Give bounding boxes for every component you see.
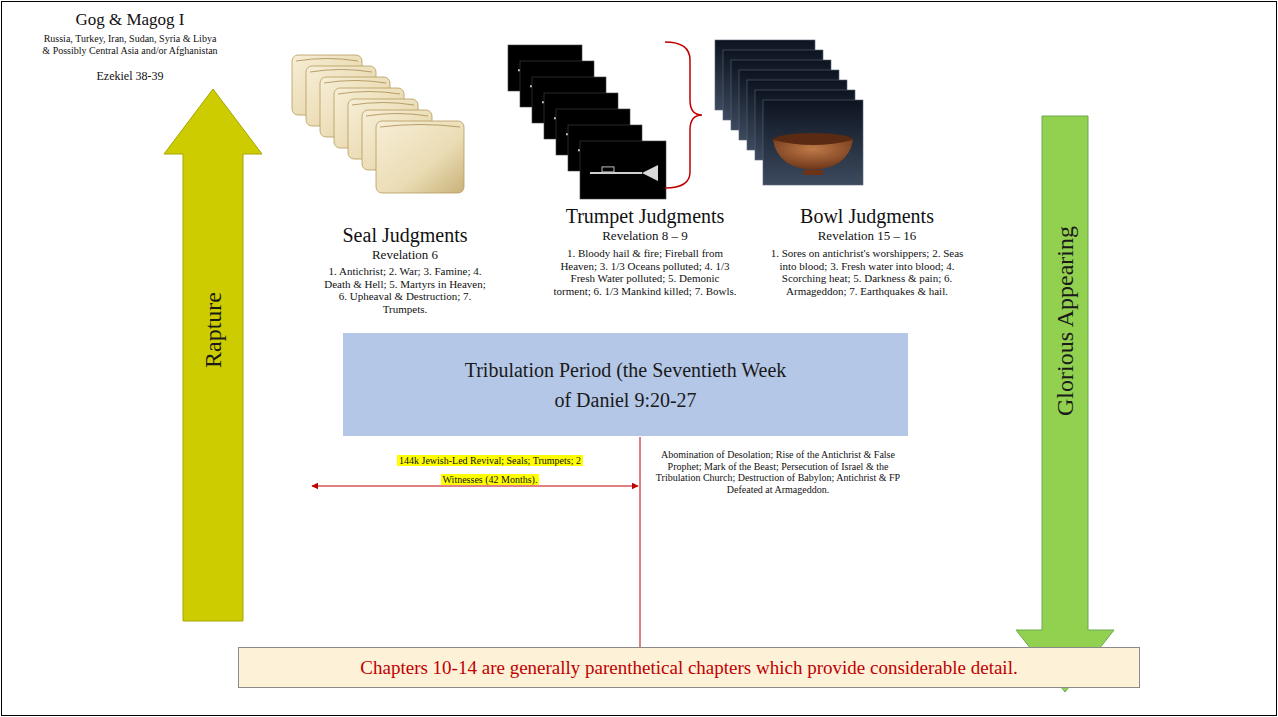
text-label: Abomination of Desolation; Rise of the A… (647, 449, 909, 495)
node-text: Rapture (200, 292, 227, 368)
scroll-curl (310, 70, 372, 73)
text-label: Russia, Turkey, Iran, Sudan, Syria & Lib… (41, 33, 219, 56)
scroll-curl (366, 114, 428, 117)
trumpet-pipe (590, 172, 642, 174)
node-text: Tribulation Period (the Seventieth Week … (461, 355, 791, 415)
scroll-curl (338, 92, 400, 95)
bracket (665, 42, 702, 188)
text-label: 1. Sores on antichrist's worshippers; 2.… (770, 247, 965, 298)
trumpet-valves (602, 167, 614, 172)
scroll-curl (296, 59, 358, 62)
period-band: Tribulation Period (the Seventieth Week … (343, 333, 908, 436)
footnote-box: Chapters 10-14 are generally parenthetic… (238, 647, 1140, 688)
text-label: 1. Antichrist; 2. War; 3. Famine; 4. Dea… (323, 265, 488, 316)
text-label: 1. Bloody hail & fire; Fireball from Hea… (553, 247, 738, 298)
scroll-curl (352, 103, 414, 106)
bowl-foot (803, 170, 823, 175)
bowl-stack (715, 40, 863, 185)
text-label: Trumpet Judgments (530, 205, 760, 228)
text-label: Gog & Magog I (30, 10, 230, 30)
node-text: 144k Jewish-Led Revival; Seals; Trumpets… (397, 455, 583, 485)
text-label: Revelation 6 (325, 248, 485, 263)
scroll (376, 121, 464, 193)
scroll-curl (380, 125, 460, 128)
text-label: Revelation 15 – 16 (782, 229, 952, 244)
bowl (773, 140, 853, 170)
arrow-body (1016, 116, 1114, 692)
divider-line (640, 437, 641, 647)
trumpet-bell (642, 165, 658, 181)
span-arrow (312, 486, 638, 487)
scroll-stack (292, 55, 464, 193)
rapture-arrow: Rapture (163, 88, 263, 622)
arrow-body (164, 89, 262, 621)
node-text: Glorious Appearing (1052, 226, 1079, 416)
node-text: Chapters 10-14 are generally parenthetic… (360, 657, 1017, 679)
text-label: Seal Judgments (295, 224, 515, 247)
appearing-arrow: Glorious Appearing (1015, 115, 1115, 693)
trumpet-card (580, 141, 666, 199)
scroll-curl (324, 81, 386, 84)
text-label: Bowl Judgments (757, 205, 977, 228)
trumpet-stack (508, 45, 666, 199)
text-label: Revelation 8 – 9 (565, 229, 725, 244)
bowl-card (763, 100, 863, 185)
highlight-wrap: 144k Jewish-Led Revival; Seals; Trumpets… (383, 450, 598, 487)
text-label: Ezekiel 38-39 (30, 70, 230, 84)
highlight-note: 144k Jewish-Led Revival; Seals; Trumpets… (360, 450, 620, 492)
